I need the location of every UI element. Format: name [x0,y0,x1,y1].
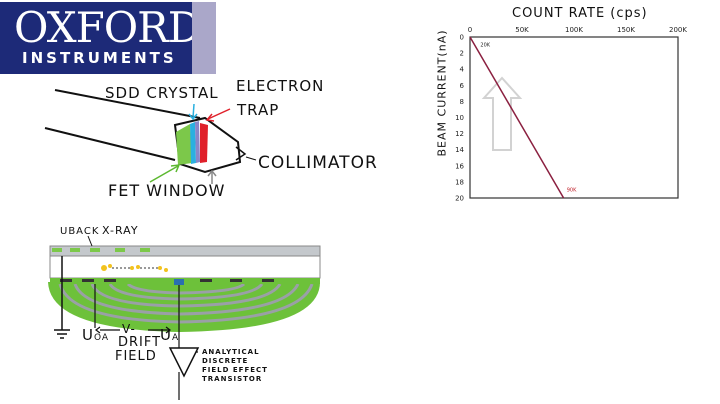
uoa-label: UOA [82,326,110,344]
xray-label: X-RAY [102,224,139,237]
sdd-crystal-layer [190,122,196,164]
x-tick-label: 100K [565,26,583,34]
trap-label: TRAP [237,101,280,119]
fet-arrowhead [170,164,181,173]
logo-wordmark: OXFORD [14,3,201,52]
fet-transistor-symbol [168,347,200,378]
annotation-label: 20K [480,43,490,49]
fet-line-3: FIELD EFFECT [202,366,268,374]
sdd-crystal-label: SDD CRYSTAL [105,84,219,102]
drift-label: DRIFT [118,335,162,350]
sdd-arrow [192,103,195,119]
fet-window-label: FET WINDOW [108,181,226,200]
logo-accent-strip [192,2,216,74]
y-tick-label: 12 [455,130,464,138]
annotation-label: 90K [567,188,577,194]
y-tick-label: 20 [455,195,464,203]
uback-label: UBACK [60,226,100,237]
ground-symbol [54,256,70,339]
y-tick-label: 18 [455,178,464,186]
y-tick-label: 0 [460,34,464,42]
v-label: V- [122,322,136,336]
y-tick-label: 10 [455,114,464,122]
chart-frame [469,36,679,199]
crystal-layer [195,121,200,163]
electron-label: ELECTRON [236,77,325,95]
collimator-label: COLLIMATOR [258,153,378,173]
oxford-instruments-logo: OXFORD INSTRUMENTS [0,2,201,74]
anode-strip [50,278,320,284]
y-tick-label: 2 [460,50,464,58]
sdd-arrowhead [188,113,198,121]
fet-description: ANALYTICAL DISCRETE FIELD EFFECT TRANSIS… [202,348,268,384]
x-tick-label: 200K [669,26,687,34]
fet-arrow [149,165,179,183]
chart-plot: 0 50K 100K 150K 200K 0 2 4 6 8 10 12 14 16 18 20 20K 90K [455,26,687,203]
fet-line-4: TRANSISTOR [202,375,263,383]
y-tick-label: 14 [455,146,464,154]
uoa-subscript: OA [93,333,110,343]
y-tick-label: 8 [460,98,464,106]
fet-window-layer [176,124,192,165]
collimator-pointer [245,156,257,161]
series-line [469,36,565,199]
v-left-arrowhead [95,326,101,334]
x-tick-label: 0 [468,26,472,34]
anode [174,279,184,285]
ua-subscript: A [171,333,180,343]
ua-label: UA [160,326,180,344]
collimator-tip [235,146,247,161]
drift-electrode-dots [60,279,274,282]
x-tick-label: 50K [515,26,529,34]
v-right-arrowhead [165,326,171,334]
up-arrow-icon [481,76,523,151]
xray-path [87,235,168,272]
fet-line-2: DISCRETE [202,357,249,365]
logo-subtitle: INSTRUMENTS [22,49,177,67]
drift-field-lines [58,282,314,324]
top-electrode-segments [52,248,150,252]
x-tick-label: 150K [617,26,635,34]
drift-body [49,255,321,279]
y-tick-label: 6 [460,82,465,90]
fet-line-1: ANALYTICAL [202,348,260,356]
y-tick-label: 16 [455,162,464,170]
trap-arrowhead [205,113,215,122]
window-arrowhead [207,169,217,177]
y-axis-label: BEAM CURRENT(nA) [435,29,449,157]
detector-tube-bottom [44,127,176,161]
chart-title: COUNT RATE (cps) [512,6,648,21]
electron-trap-layer [200,123,208,163]
field-label: FIELD [115,349,157,364]
detector-tube-top [54,89,201,119]
y-tick-label: 4 [460,66,465,74]
trap-arrow [207,108,231,120]
